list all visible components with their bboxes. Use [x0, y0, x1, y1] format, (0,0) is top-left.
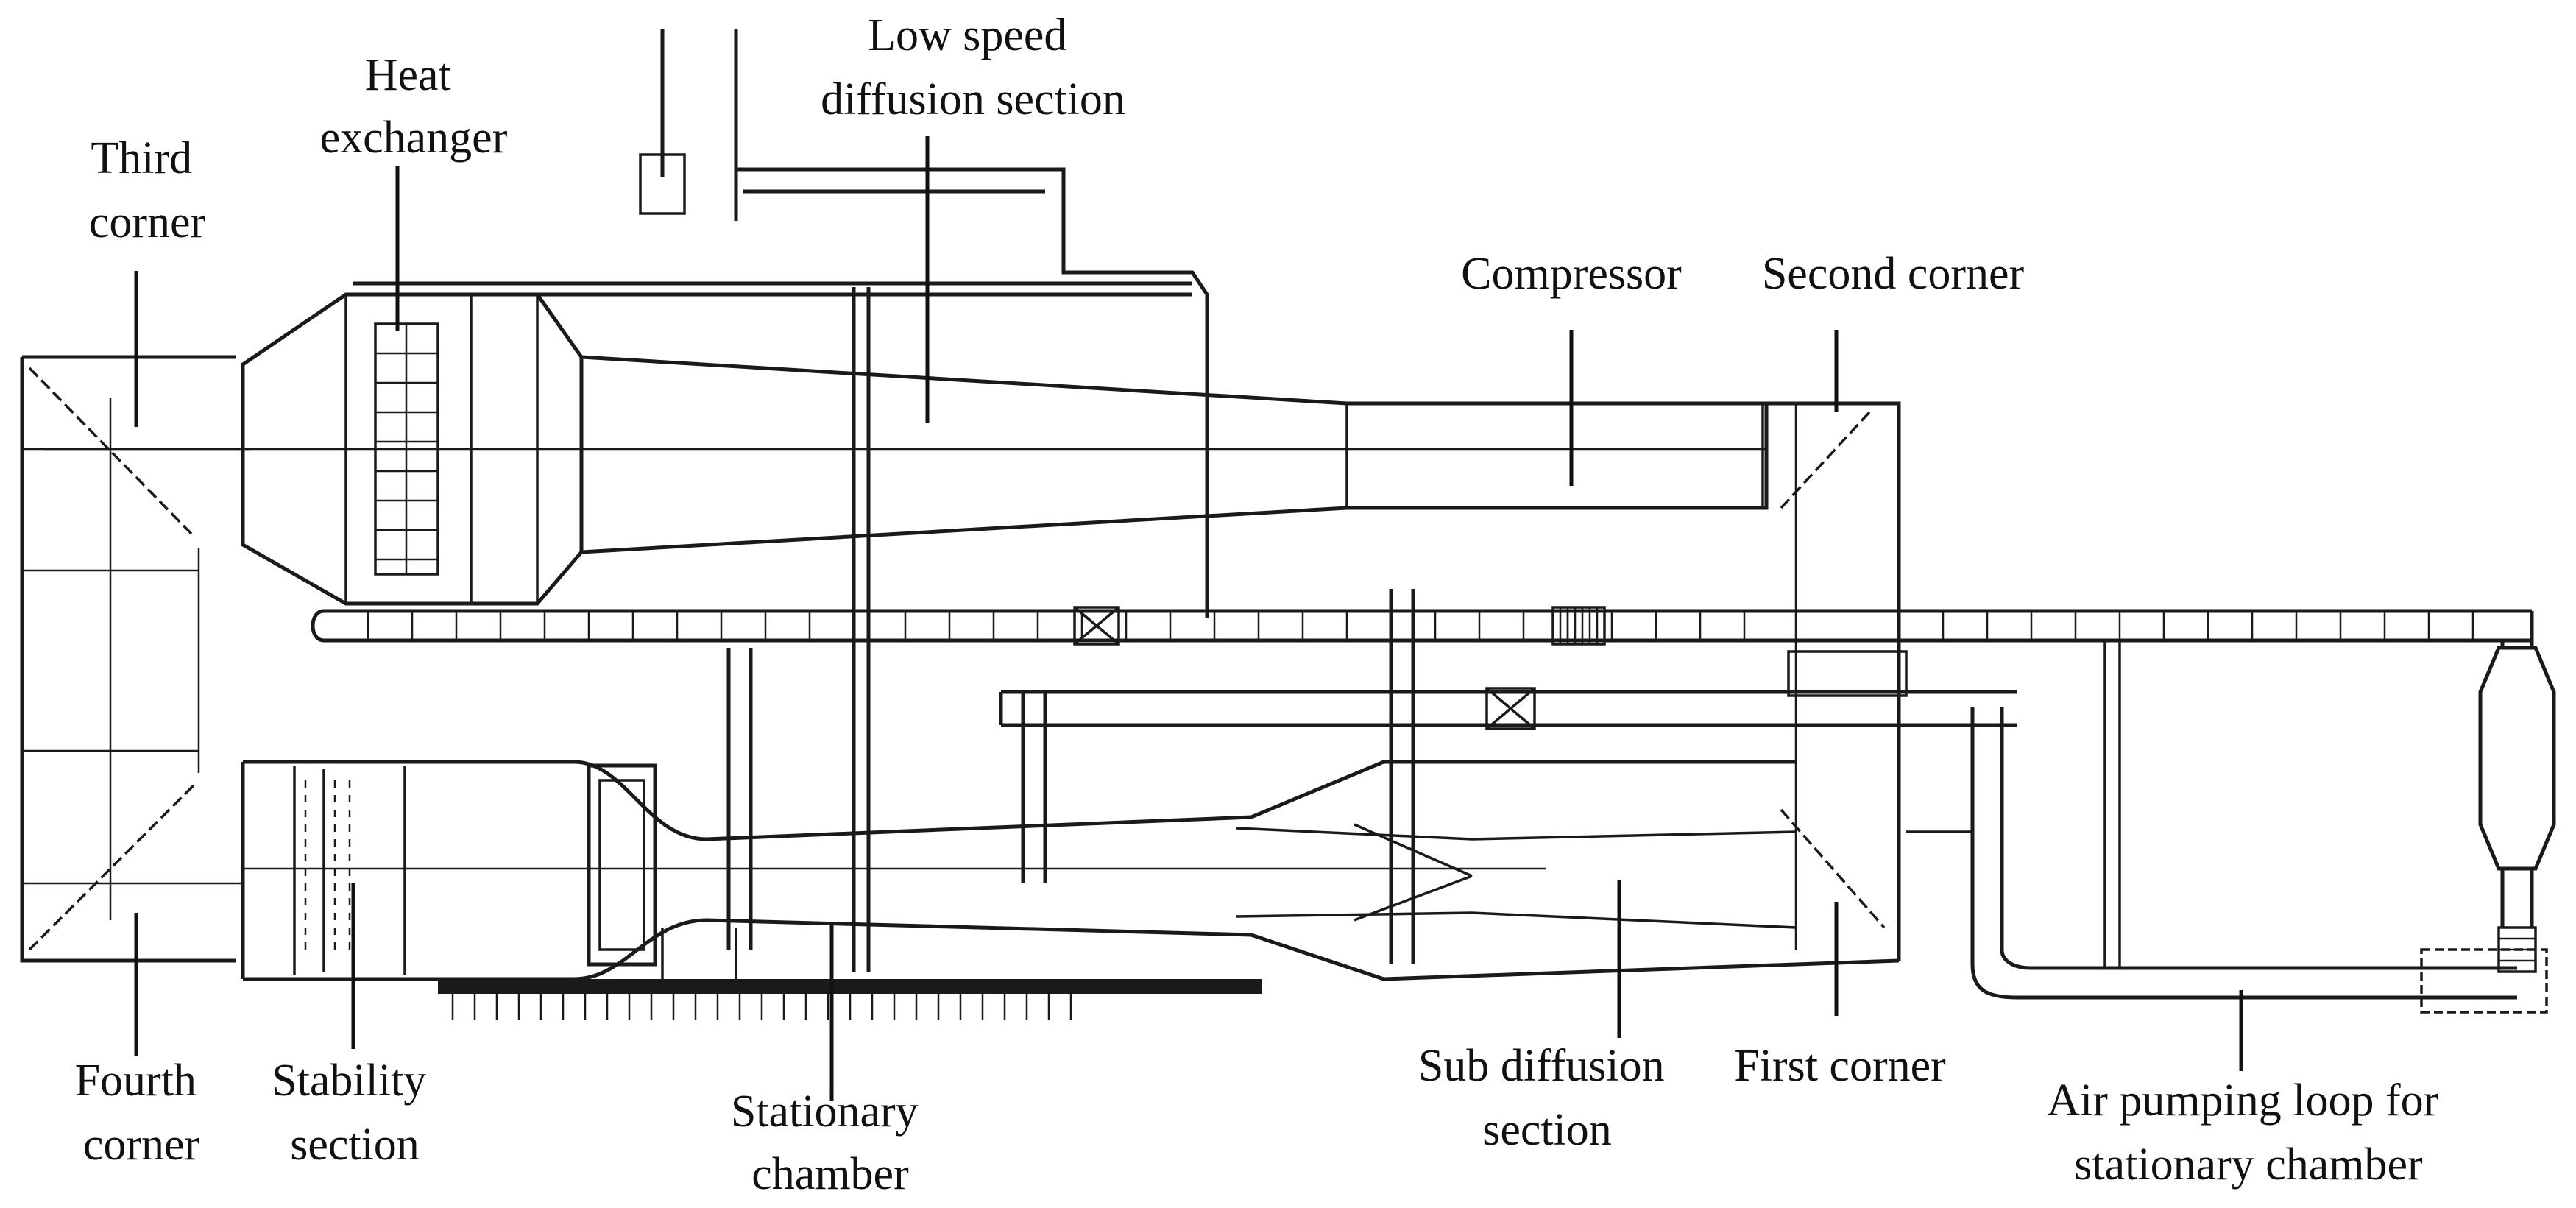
label-fourth-corner: Fourth corner [75, 1056, 208, 1170]
lower-leg [241, 650, 1908, 981]
piping-system [311, 29, 2556, 1014]
leader-lines [134, 136, 2243, 1101]
upper-leg [44, 292, 1901, 961]
label-third-corner: Third corner [89, 133, 206, 247]
label-low-speed-diffusion: Low speed diffusion section [821, 10, 1125, 124]
label-first-corner: First corner [1734, 1041, 1946, 1091]
label-heat-exchanger: Heat exchanger [320, 50, 508, 163]
label-sub-diffusion: Sub diffusion section [1418, 1041, 1676, 1155]
label-compressor: Compressor [1461, 249, 1682, 299]
tunnel-circuit-outline [20, 355, 250, 963]
label-stationary-chamber: Stationary chamber [731, 1087, 930, 1199]
label-stability-section: Stability section [272, 1056, 438, 1170]
label-air-pumping-loop: Air pumping loop for stationary chamber [2047, 1075, 2450, 1190]
label-second-corner: Second corner [1762, 249, 2025, 299]
stationary-chamber-base [438, 928, 1262, 1020]
labels: Low speed diffusion section Heat exchang… [75, 10, 2450, 1199]
